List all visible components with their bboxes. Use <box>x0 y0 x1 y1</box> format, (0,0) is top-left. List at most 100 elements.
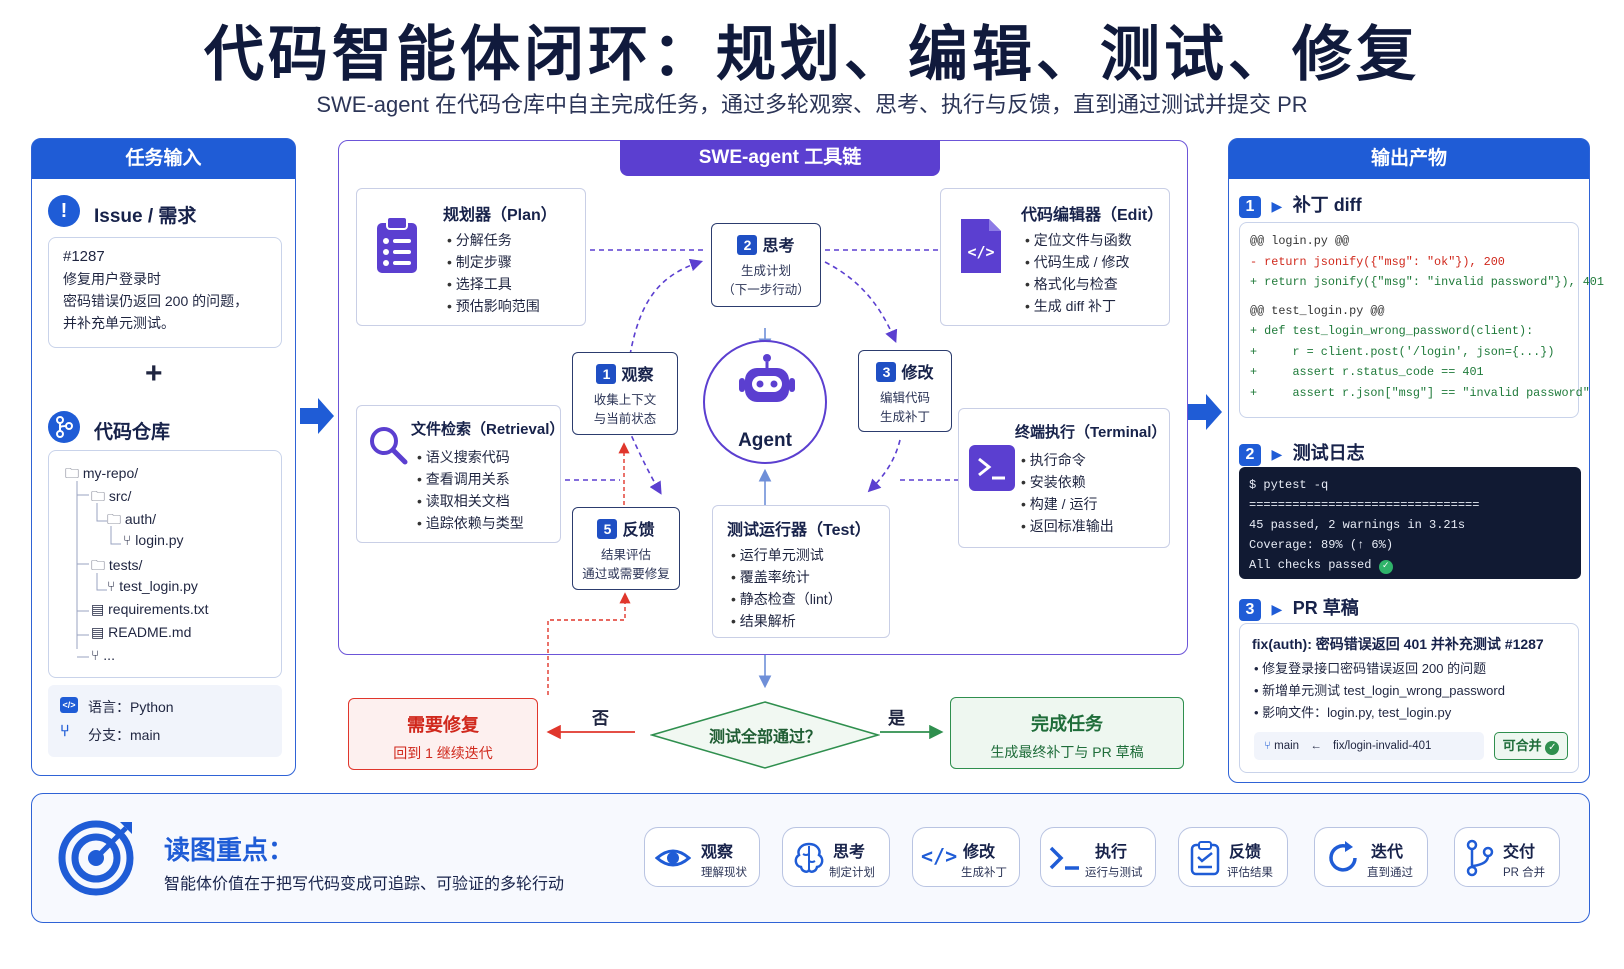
pr-draft-card[interactable]: fix(auth): 密码错误返回 401 并补充测试 #1287 • 修复登录… <box>1239 623 1579 773</box>
tree-item-auth[interactable]: 🗀 auth/ <box>107 511 157 527</box>
retrieval-item: 语义搜索代码 <box>417 446 524 468</box>
tree-item-tests[interactable]: 🗀 tests/ <box>91 557 143 573</box>
task-complete-box[interactable]: 完成任务 生成最终补丁与 PR 草稿 <box>950 697 1184 769</box>
decision-question: 测试全部通过？ <box>708 729 821 746</box>
step-title: 反馈 <box>622 522 655 539</box>
tree-item-src[interactable]: 🗀 src/ <box>91 488 132 504</box>
output-panel: 输出产物 1 ▶ 补丁 diff @@ login.py @@- return … <box>1228 138 1604 783</box>
tree-item-repo[interactable]: 🗀 my-repo/ <box>65 465 139 481</box>
chip-iterate[interactable]: 迭代 直到通过 <box>1314 827 1428 887</box>
plan-item: 选择工具 <box>447 273 540 295</box>
play-icon: ▶ <box>1271 198 1283 214</box>
test-runner-title: 测试运行器（Test） <box>727 522 871 539</box>
step-line: 结果评估 <box>600 548 651 562</box>
footer-desc: 智能体价值在于把写代码变成可追踪、可验证的多轮行动 <box>164 876 565 893</box>
tree-lines <box>76 481 121 658</box>
log-line: 45 passed, 2 warnings in 3.21s <box>1249 518 1466 532</box>
repo-meta: </> 语言：Python ⑂ 分支：main <box>48 685 282 757</box>
terminal-item: 返回标准输出 <box>1021 515 1114 537</box>
mergeable-badge[interactable]: 可合并 ✓ <box>1494 732 1568 760</box>
edit-item: 定位文件与函数 <box>1025 229 1132 251</box>
step-line: 通过或需要修复 <box>582 567 670 581</box>
tree-item-requirements[interactable]: ▤ requirements.txt <box>91 601 209 617</box>
log-section-header: 2 ▶ 测试日志 <box>1239 439 1365 466</box>
output-panel-title: 输出产物 <box>1229 139 1589 179</box>
edit-item: 代码生成 / 修改 <box>1025 251 1132 273</box>
pr-item: • 修复登录接口密码错误返回 200 的问题 <box>1254 661 1487 676</box>
check-circle-icon: ✓ <box>1378 560 1393 574</box>
chip-deliver[interactable]: 交付 PR 合并 <box>1454 827 1560 887</box>
branch-compare: ⑂ main ← fix/login-invalid-401 <box>1254 732 1484 760</box>
step-line: 生成补丁 <box>879 410 930 424</box>
tree-item-test-login[interactable]: ⑂ test_login.py <box>107 578 198 594</box>
fix-sub: 回到 1 继续迭代 <box>393 745 493 761</box>
diff-line: + assert r.status_code == 401 <box>1250 365 1484 379</box>
toolchain-title: SWE-agent 工具链 <box>620 140 940 176</box>
fix-needed-box[interactable]: 需要修复 回到 1 继续迭代 <box>348 698 538 770</box>
log-line: ================================ <box>1249 498 1480 512</box>
agent-label: Agent <box>738 430 792 451</box>
input-panel: 任务输入 ! Issue / 需求 #1287 修复用户登录时 密码错误仍返回 … <box>31 138 296 776</box>
chip-observe[interactable]: 观察 理解现状 <box>644 827 760 887</box>
terminal-item: 构建 / 运行 <box>1021 493 1114 515</box>
tree-item-more[interactable]: ⑂ ... <box>91 647 115 663</box>
agent-node[interactable]: Agent <box>703 340 827 464</box>
yes-label: 是 <box>888 709 905 728</box>
diff-line: - return jsonify({"msg": "ok"}), 200 <box>1250 254 1505 269</box>
chip-think[interactable]: 思考 制定计划 <box>782 827 890 887</box>
diff-line <box>1250 293 1568 301</box>
chip-execute[interactable]: 执行 运行与测试 <box>1040 827 1156 887</box>
check-circle-icon: ✓ <box>1545 741 1560 755</box>
play-icon: ▶ <box>1271 601 1283 617</box>
target-icon <box>58 816 138 901</box>
repo-branch: 分支：main <box>88 727 161 743</box>
log-line: Coverage: 89% (↑ 6%) <box>1249 538 1394 552</box>
tree-item-login[interactable]: ⑂ login.py <box>123 532 184 548</box>
chip-feedback[interactable]: 反馈 评估结果 <box>1178 827 1288 887</box>
tree-item-readme[interactable]: ▤ README.md <box>91 624 192 640</box>
issue-card[interactable]: #1287 修复用户登录时 密码错误仍返回 200 的问题， 并补充单元测试。 <box>48 237 282 348</box>
issue-line: 修复用户登录时 <box>63 271 161 287</box>
edit-card[interactable]: </> 代码编辑器（Edit） 定位文件与函数 代码生成 / 修改 格式化与检查… <box>940 188 1170 326</box>
pr-title-label: PR 草稿 <box>1292 598 1359 618</box>
pr-item: • 新增单元测试 test_login_wrong_password <box>1254 683 1505 698</box>
terminal-card[interactable]: 终端执行（Terminal） 执行命令 安装依赖 构建 / 运行 返回标准输出 <box>958 408 1170 548</box>
chip-title: 执行 <box>1095 844 1128 861</box>
step-number: 1 <box>596 364 617 384</box>
plan-item: 制定步骤 <box>447 251 540 273</box>
clipboard-check-icon <box>1190 841 1220 876</box>
retrieval-card[interactable]: 文件检索（Retrieval） 语义搜索代码 查看调用关系 读取相关文档 追踪依… <box>356 405 564 543</box>
issue-line: 密码错误仍返回 200 的问题， <box>63 293 249 309</box>
no-label: 否 <box>592 709 609 728</box>
log-line-final: All checks passed ✓ <box>1249 555 1571 575</box>
step-line: （下一步行动） <box>722 283 810 297</box>
step-number: 2 <box>737 235 758 255</box>
refresh-icon <box>1329 841 1357 872</box>
terminal-item: 执行命令 <box>1021 449 1114 471</box>
chip-title: 思考 <box>833 844 866 861</box>
plan-card[interactable]: 规划器（Plan） 分解任务 制定步骤 选择工具 预估影响范围 <box>356 188 586 326</box>
input-panel-title: 任务输入 <box>32 139 295 179</box>
test-runner-card[interactable]: 测试运行器（Test） 运行单元测试 覆盖率统计 静态检查（lint） 结果解析 <box>712 505 890 638</box>
section-number: 2 <box>1239 444 1261 466</box>
pr-title: fix(auth): 密码错误返回 401 并补充测试 #1287 <box>1252 636 1544 652</box>
terminal-item: 安装依赖 <box>1021 471 1114 493</box>
issue-line: 并补充单元测试。 <box>63 315 175 331</box>
step-line: 与当前状态 <box>593 412 657 426</box>
test-runner-item: 运行单元测试 <box>731 544 842 566</box>
chip-modify[interactable]: </> 修改 生成补丁 <box>912 827 1020 887</box>
diff-line: + assert r.json["msg"] == "invalid passw… <box>1250 385 1590 400</box>
chip-sub: 直到通过 <box>1367 867 1413 879</box>
branch-arrow: ← <box>1310 740 1322 752</box>
diff-line: @@ test_login.py @@ <box>1250 303 1385 318</box>
edit-item: 生成 diff 补丁 <box>1025 295 1132 317</box>
plan-list: 分解任务 制定步骤 选择工具 预估影响范围 <box>447 229 540 317</box>
section-number: 3 <box>1239 599 1261 621</box>
log-title: 测试日志 <box>1292 443 1365 463</box>
fix-title: 需要修复 <box>407 715 479 735</box>
chip-title: 反馈 <box>1229 844 1262 861</box>
